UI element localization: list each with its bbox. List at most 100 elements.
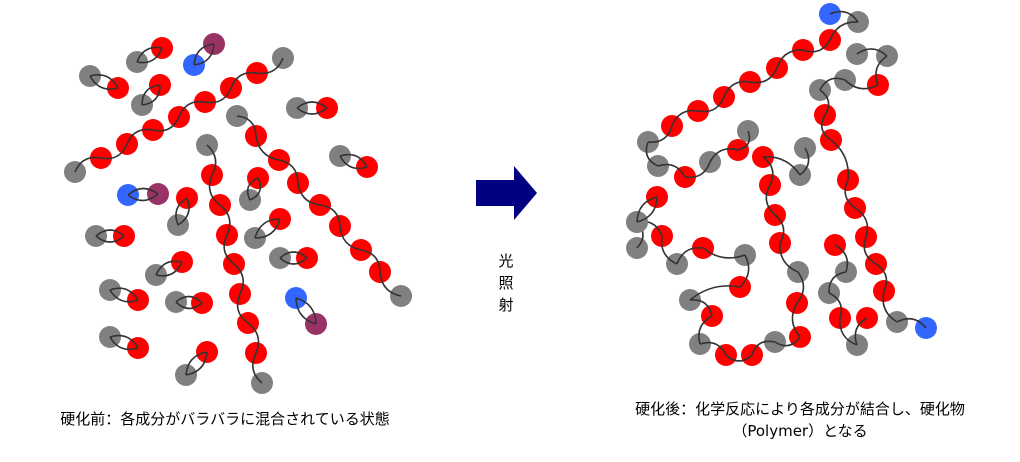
bond-line xyxy=(155,260,183,276)
bond-line xyxy=(774,336,801,347)
bond-line xyxy=(829,21,859,41)
bond-line xyxy=(185,351,208,376)
bond-line xyxy=(230,71,258,89)
bond-line xyxy=(657,163,686,178)
bond-line xyxy=(820,114,832,141)
bond-line xyxy=(254,218,281,239)
bond-line xyxy=(74,156,102,173)
bond-line xyxy=(247,322,260,354)
after-caption: 硬化後：化学反応により各成分が結合し、硬化物 （Polymer）となる xyxy=(590,398,1010,442)
bond-line xyxy=(689,285,741,301)
light-irradiation-label: 光照射 xyxy=(498,252,514,314)
bond-line xyxy=(834,244,849,273)
bond-line xyxy=(109,334,139,349)
bond-line xyxy=(791,302,801,338)
bond-line xyxy=(319,204,341,227)
bond-line xyxy=(175,295,203,304)
bond-line xyxy=(193,43,215,66)
bond-line xyxy=(856,48,888,57)
bond-line xyxy=(175,197,188,226)
bond-line xyxy=(645,141,659,167)
bond-line xyxy=(246,177,259,201)
bond-line xyxy=(297,182,321,206)
bond-line xyxy=(702,247,746,259)
bond-line xyxy=(339,225,362,251)
bond-line xyxy=(279,251,308,259)
bond-line xyxy=(204,87,232,104)
bond-line xyxy=(779,242,799,273)
right-arrow-icon xyxy=(476,166,537,220)
bond-line xyxy=(109,287,139,301)
bond-line xyxy=(136,47,163,64)
bond-line xyxy=(819,89,830,116)
bond-line xyxy=(636,196,658,223)
bond-line xyxy=(175,301,203,310)
bond-line xyxy=(136,46,163,63)
before-curing-molecules xyxy=(64,33,412,394)
bond-line xyxy=(671,109,699,127)
bond-line xyxy=(339,153,368,168)
bond-line xyxy=(737,130,751,151)
bond-line xyxy=(751,340,776,356)
after-curing-polymer xyxy=(626,3,937,366)
bond-line xyxy=(689,299,713,317)
after-caption-line2: （Polymer）となる xyxy=(732,422,868,440)
bond-line xyxy=(278,159,299,184)
bond-line xyxy=(233,263,245,295)
bond-line xyxy=(875,55,888,86)
bond-line xyxy=(829,10,859,23)
bond-line xyxy=(882,290,898,323)
bond-line xyxy=(709,148,739,163)
bond-line xyxy=(127,187,159,196)
bond-line xyxy=(127,193,159,202)
bond-line xyxy=(185,351,208,376)
bond-line xyxy=(676,246,704,265)
bond-line xyxy=(206,144,217,176)
bond-line xyxy=(296,107,328,115)
bond-line xyxy=(749,67,778,84)
bond-line xyxy=(296,101,328,109)
bond-line xyxy=(828,271,847,294)
bond-line xyxy=(89,75,119,90)
bond-line xyxy=(699,341,727,356)
bond-line xyxy=(155,261,183,277)
bond-line xyxy=(254,218,281,239)
bond-line xyxy=(802,39,831,53)
bond-line xyxy=(844,79,879,90)
bond-line xyxy=(725,354,753,362)
bond-line xyxy=(236,293,249,324)
bond-line xyxy=(141,84,161,106)
bond-line xyxy=(799,147,810,176)
bond-line xyxy=(739,254,750,288)
bond-line xyxy=(854,207,869,238)
bond-line xyxy=(100,143,128,160)
bond-line xyxy=(636,196,658,223)
bond-line xyxy=(762,156,801,176)
bond-line xyxy=(875,263,888,292)
bond-line xyxy=(379,271,402,297)
bond-line xyxy=(796,271,805,304)
bond-line xyxy=(256,57,284,75)
bond-line xyxy=(774,214,785,244)
bond-line xyxy=(295,297,317,325)
bond-line xyxy=(177,197,190,226)
bond-line xyxy=(95,229,125,237)
bond-line xyxy=(295,297,317,325)
bond-line xyxy=(647,125,673,143)
bond-line xyxy=(896,317,927,329)
bond-line xyxy=(251,352,263,384)
bond-line xyxy=(109,289,139,303)
after-caption-line1: 硬化後：化学反応により各成分が結合し、硬化物 xyxy=(635,400,965,418)
bond-line xyxy=(223,234,235,265)
bond-line xyxy=(697,96,725,113)
bond-line xyxy=(776,49,804,69)
bond-line xyxy=(828,292,843,319)
bond-line xyxy=(819,77,846,91)
bond-line xyxy=(219,204,231,236)
bond-line xyxy=(279,257,308,265)
bond-line xyxy=(854,317,868,346)
bond-line xyxy=(236,115,257,137)
bond-line xyxy=(839,317,858,346)
bond-line xyxy=(193,43,215,66)
